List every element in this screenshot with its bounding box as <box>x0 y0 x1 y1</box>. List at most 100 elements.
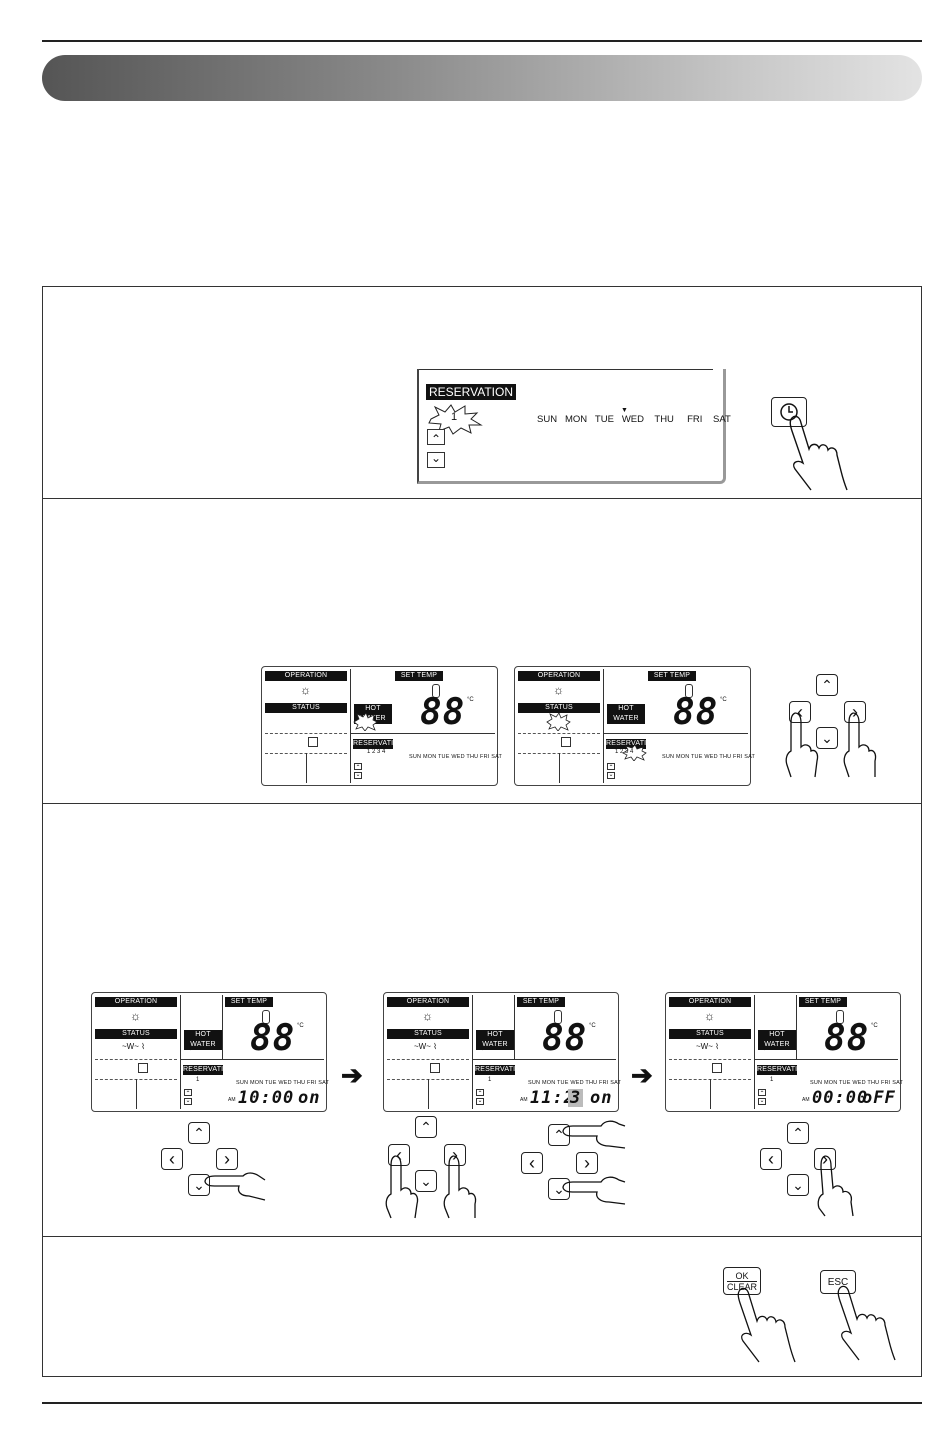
thermometer-icon <box>685 684 693 698</box>
step-2-box: OPERATION ☼ STATUS SET TEMP 88 °C HOT WA… <box>42 498 922 804</box>
sun-icon: ☼ <box>422 1009 433 1023</box>
day-list: SUN MON TUE WED THU FRI SAT <box>528 1080 622 1086</box>
reservation-display: RESERVATION 1 ⌃ ⌄ ▼ SUN MON TUE WED THU … <box>417 369 731 484</box>
sun-icon: ☼ <box>704 1009 715 1023</box>
down-arrow-icon: ⌄ <box>758 1098 766 1105</box>
day-list: SUN MON TUE WED THU FRI SAT <box>810 1080 904 1086</box>
time-readout: 11:2 <box>530 1088 575 1108</box>
hot-water-label: HOT WATER <box>758 1030 796 1050</box>
left-button[interactable]: ‹ <box>521 1152 543 1174</box>
arrow-icon: ➔ <box>341 1060 363 1090</box>
left-button[interactable]: ‹ <box>760 1148 782 1170</box>
heat-pump-icon: ~W~ ⌇ <box>696 1042 720 1051</box>
ok-label: OK <box>735 1270 749 1281</box>
set-temp-label: SET TEMP <box>225 997 273 1007</box>
time-readout: 10:00 <box>238 1088 295 1108</box>
up-button[interactable]: ⌃ <box>548 1124 570 1146</box>
bottom-rule <box>42 1402 922 1404</box>
reservation-label: RESERVATION <box>353 739 405 749</box>
operation-label: OPERATION <box>95 997 177 1007</box>
am-label: AM <box>802 1097 810 1103</box>
clear-label: CLEAR <box>726 1280 757 1292</box>
state-readout: on <box>298 1088 321 1108</box>
reservation-label: RESERVATION <box>426 384 517 400</box>
reservation-label: RESERVATION <box>757 1065 809 1075</box>
calendar-icon <box>308 737 318 747</box>
reservation-label: RESERVATION <box>475 1065 527 1075</box>
sun-icon: ☼ <box>553 683 564 697</box>
reservation-label: RESERVATION <box>183 1065 235 1075</box>
calendar-icon <box>430 1063 440 1073</box>
status-label: STATUS <box>669 1029 751 1039</box>
celsius-unit: °C <box>871 1023 878 1029</box>
operation-label: OPERATION <box>669 997 751 1007</box>
set-temp-label: SET TEMP <box>395 671 443 681</box>
day-list: SUN MON TUE WED THU FRI SAT <box>662 754 756 760</box>
temp-digits: 88 <box>250 1018 296 1059</box>
reservation-slot: 1 <box>770 1077 774 1083</box>
up-button[interactable]: ⌃ <box>188 1122 210 1144</box>
reservation-slots: 1 2 3 4 <box>615 749 634 755</box>
step-3-box: OPERATION ☼ STATUS ~W~ ⌇ SET TEMP 88 °C … <box>42 803 922 1237</box>
down-arrow-icon: ⌄ <box>476 1098 484 1105</box>
reservation-slot: 1 <box>196 1077 200 1083</box>
down-arrow-icon: ⌄ <box>354 772 362 779</box>
celsius-unit: °C <box>589 1023 596 1029</box>
down-button[interactable]: ⌄ <box>415 1170 437 1192</box>
state-readout: on <box>590 1088 613 1108</box>
thermometer-icon <box>554 1010 562 1024</box>
up-arrow-icon: ⌃ <box>184 1089 192 1097</box>
day-list: SUN MON TUE WED THU FRI SAT <box>537 414 731 425</box>
day-tue: TUE <box>594 414 614 425</box>
operation-label: OPERATION <box>265 671 347 681</box>
status-label: STATUS <box>265 703 347 713</box>
pointing-hand-icon <box>562 1176 626 1205</box>
pointing-hand-icon <box>837 1285 896 1361</box>
day-list: SUN MON TUE WED THU FRI SAT <box>409 754 503 760</box>
up-arrow-icon: ⌃ <box>476 1089 484 1097</box>
lcd-display-1: OPERATION ☼ STATUS ~W~ ⌇ SET TEMP 88 °C … <box>91 992 329 1112</box>
down-button[interactable]: ⌄ <box>816 727 838 749</box>
left-button[interactable]: ‹ <box>388 1144 410 1166</box>
operation-label: OPERATION <box>387 997 469 1007</box>
pointing-hand-icon <box>843 712 877 778</box>
down-arrow-icon: ⌄ <box>184 1098 192 1105</box>
pointing-hand-icon <box>443 1155 477 1219</box>
left-button[interactable]: ‹ <box>161 1148 183 1170</box>
calendar-icon <box>712 1063 722 1073</box>
reservation-number: 1 <box>451 411 458 423</box>
up-arrow-icon: ⌃ <box>427 429 445 446</box>
status-label: STATUS <box>518 703 600 713</box>
reservation-label: RESERVATION <box>606 739 658 749</box>
set-temp-label: SET TEMP <box>648 671 696 681</box>
status-label: STATUS <box>387 1029 469 1039</box>
up-button[interactable]: ⌃ <box>415 1116 437 1138</box>
temp-digits: 88 <box>824 1018 870 1059</box>
up-arrow-icon: ⌃ <box>758 1089 766 1097</box>
day-thu: THU <box>654 414 674 425</box>
lcd-display-3: OPERATION ☼ STATUS ~W~ ⌇ SET TEMP 88 °C … <box>665 992 904 1112</box>
celsius-unit: °C <box>467 697 474 703</box>
arrow-icon: ➔ <box>631 1060 653 1090</box>
up-button[interactable]: ⌃ <box>816 674 838 696</box>
shower-icon: ⌇ <box>480 1042 485 1052</box>
day-fri: FRI <box>687 414 703 425</box>
clock-icon <box>780 403 798 421</box>
up-button[interactable]: ⌃ <box>787 1122 809 1144</box>
step-1-box: RESERVATION 1 ⌃ ⌄ ▼ SUN MON TUE WED THU … <box>42 286 922 499</box>
blink-burst-icon <box>546 713 571 731</box>
down-button[interactable]: ⌄ <box>787 1174 809 1196</box>
shower-icon: ⌇ <box>762 1042 767 1052</box>
calendar-icon <box>138 1063 148 1073</box>
lcd-display-b: OPERATION ☼ STATUS SET TEMP 88 °C HOT WA… <box>514 666 755 786</box>
pointing-hand-icon <box>204 1172 266 1201</box>
heat-pump-icon: ~W~ ⌇ <box>122 1042 146 1051</box>
ok-clear-button[interactable]: OK CLEAR <box>723 1267 761 1295</box>
right-button[interactable]: › <box>216 1148 238 1170</box>
state-readout: oFF <box>862 1088 896 1108</box>
left-button[interactable]: ‹ <box>789 701 811 723</box>
reservation-slot: 1 <box>488 1077 492 1083</box>
down-arrow-icon: ⌄ <box>427 452 445 468</box>
day-sat: SAT <box>713 414 731 425</box>
right-button[interactable]: › <box>576 1152 598 1174</box>
